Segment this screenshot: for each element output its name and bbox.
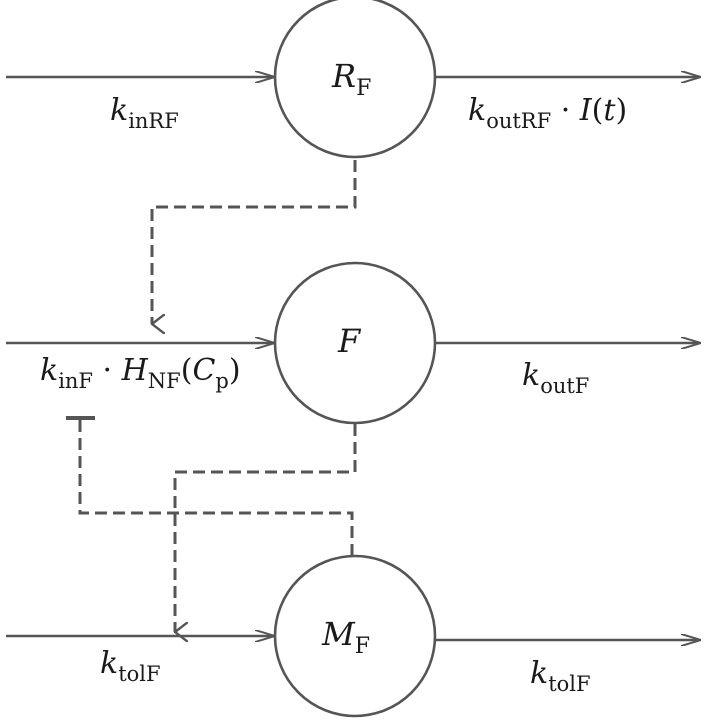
node-mf	[273, 554, 437, 718]
node-mf-label: MF	[321, 615, 370, 659]
dashed-link-rf-to-f	[150, 160, 357, 324]
label-k-tol-in: ktolF	[100, 646, 161, 686]
label-k-out-rf: koutRF · I(t)	[468, 93, 627, 133]
label-k-in-f: kinF · HNF(Cp)	[40, 353, 241, 393]
label-k-out-f: koutF	[522, 358, 589, 398]
dashed-link-f-to-mf	[173, 424, 357, 632]
node-f-label: F	[337, 322, 362, 360]
label-k-tol-out: ktolF	[530, 656, 591, 696]
node-rf-label: RF	[331, 57, 371, 101]
label-k-in-rf: kinRF	[110, 93, 179, 133]
dashed-inhibition-mf-to-f	[78, 420, 354, 556]
